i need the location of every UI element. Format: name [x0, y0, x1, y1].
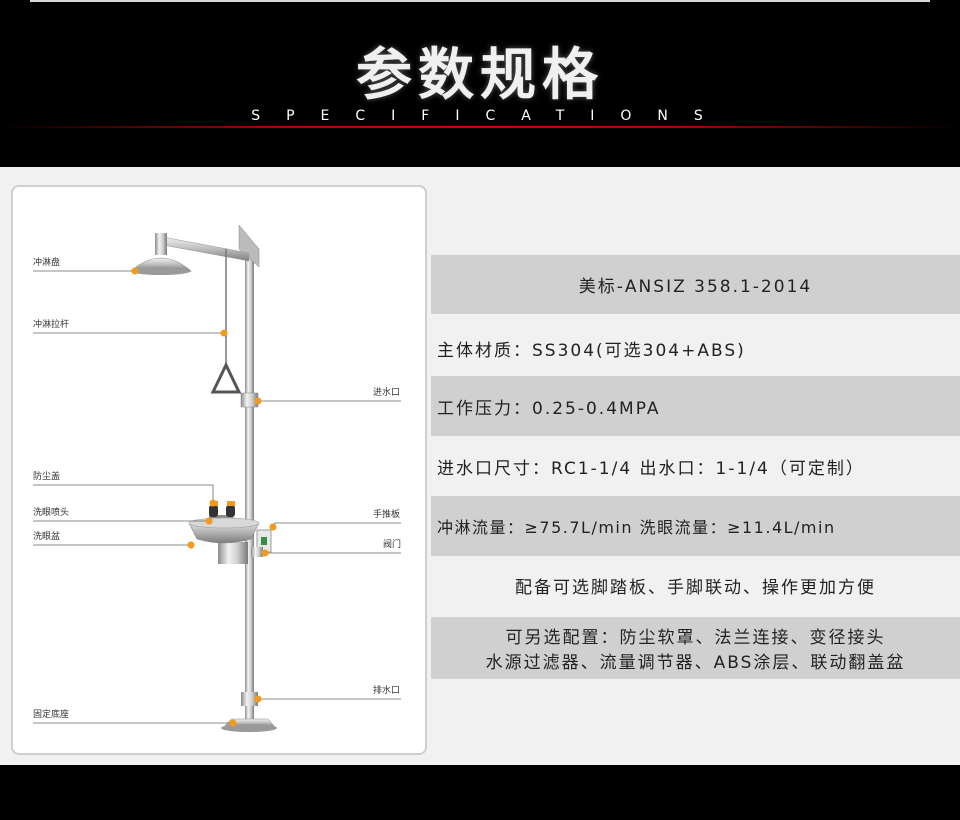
footer	[0, 765, 960, 820]
label-drain: 排水口	[373, 686, 401, 696]
spec-standard-text: 美标-ANSIZ 358.1-2014	[578, 277, 813, 297]
spec-pressure-text: 工作压力：0.25-0.4MPA	[437, 398, 661, 419]
red-divider	[0, 126, 960, 128]
spec-material-text: 主体材质：SS304(可选304+ABS)	[437, 340, 746, 361]
pull-handle	[210, 361, 242, 394]
label-water-inlet: 进水口	[373, 388, 401, 398]
spec-ports: 进水口尺寸：RC1-1/4 出水口：1-1/4（可定制）	[431, 436, 960, 496]
eyewash-station-illustration	[33, 224, 401, 732]
marker-base	[229, 719, 237, 727]
header: 参数规格 SPECIFICATIONS	[0, 0, 960, 167]
label-push-plate: 手推板	[373, 510, 401, 520]
page-title: 参数规格	[356, 43, 604, 108]
main-content: 冲淋盘 冲淋拉杆 进水口 防尘盖 洗眼喷头 洗眼盆 手推板 阀门 排水口 固定底…	[0, 167, 960, 765]
marker-valve	[261, 549, 269, 557]
label-fixed-base: 固定底座	[33, 710, 70, 720]
marker-shower-head	[131, 267, 139, 275]
eyewash-diagram-panel: 冲淋盘 冲淋拉杆 进水口 防尘盖 洗眼喷头 洗眼盆 手推板 阀门 排水口 固定底…	[11, 185, 427, 755]
label-dust-cover: 防尘盖	[33, 472, 61, 482]
spec-ports-text: 进水口尺寸：RC1-1/4 出水口：1-1/4（可定制）	[437, 458, 865, 479]
spec-material: 主体材质：SS304(可选304+ABS)	[431, 320, 960, 376]
top-divider	[30, 0, 930, 2]
marker-pull-rod	[220, 329, 228, 337]
page-subtitle: SPECIFICATIONS	[251, 108, 729, 124]
label-eye-nozzle: 洗眼喷头	[33, 508, 70, 518]
spec-features: 配备可选脚踏板、手脚联动、操作更加方便	[431, 556, 960, 615]
eye-nozzle-left	[209, 505, 218, 517]
spec-pressure: 工作压力：0.25-0.4MPA	[431, 376, 960, 436]
spec-standard: 美标-ANSIZ 358.1-2014	[431, 255, 960, 314]
marker-push-plate	[269, 523, 277, 531]
label-shower-head: 冲淋盘	[33, 258, 61, 268]
spec-options-line1: 可另选配置：防尘软罩、法兰连接、变径接头	[505, 628, 886, 648]
spec-options: 可另选配置：防尘软罩、法兰连接、变径接头 水源过滤器、流量调节器、ABS涂层、联…	[431, 617, 960, 679]
spec-options-line2: 水源过滤器、流量调节器、ABS涂层、联动翻盖盆	[485, 653, 906, 673]
spec-flow: 冲淋流量：≥75.7L/min 洗眼流量：≥11.4L/min	[431, 496, 960, 556]
eye-nozzle-right	[226, 505, 235, 517]
shower-arm	[162, 236, 250, 262]
main-pipe	[245, 249, 254, 719]
marker-water-inlet	[254, 397, 262, 405]
spec-features-text: 配备可选脚踏板、手脚联动、操作更加方便	[515, 578, 876, 598]
marker-eye-nozzle	[205, 517, 213, 525]
marker-drain	[254, 695, 262, 703]
label-eye-bowl: 洗眼盆	[33, 532, 61, 542]
marker-eye-bowl	[187, 541, 195, 549]
label-valve: 阀门	[383, 540, 402, 550]
spec-flow-text: 冲淋流量：≥75.7L/min 洗眼流量：≥11.4L/min	[437, 518, 836, 537]
label-pull-rod: 冲淋拉杆	[33, 320, 70, 330]
marker-dust-cover	[209, 499, 217, 507]
